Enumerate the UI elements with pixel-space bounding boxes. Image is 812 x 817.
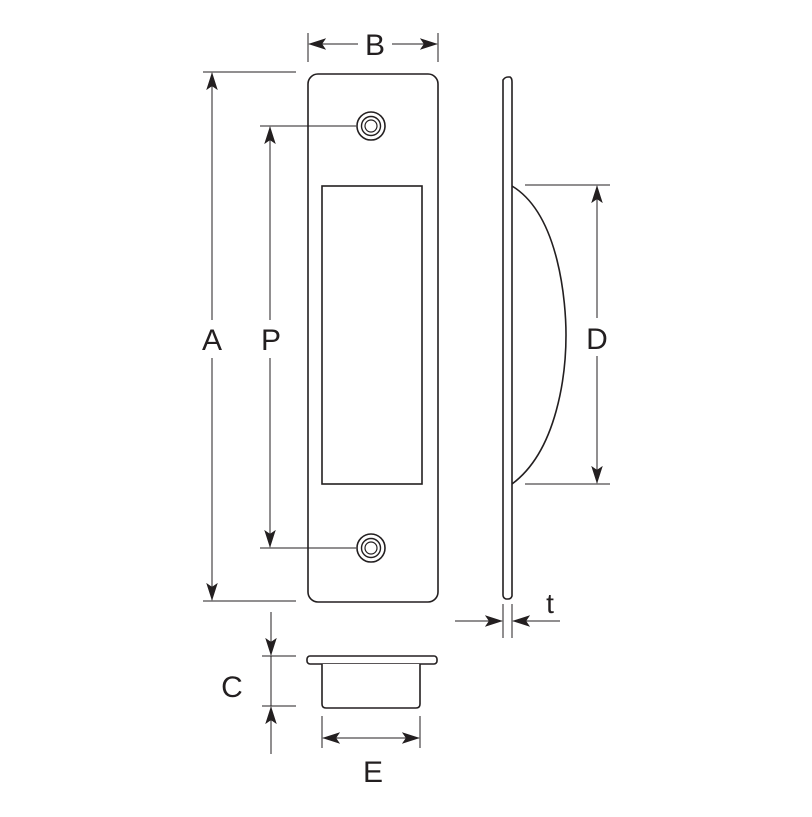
bottom-screw-hole	[356, 533, 386, 563]
side-bulge	[511, 185, 567, 485]
label-t: t	[546, 588, 554, 619]
label-D: D	[586, 323, 608, 356]
extension-lines	[203, 33, 610, 748]
flange-body	[321, 664, 421, 709]
label-B: B	[365, 29, 385, 62]
dimension-lines	[206, 38, 603, 754]
label-P: P	[261, 324, 281, 357]
side-plate	[502, 76, 513, 600]
label-E: E	[363, 756, 383, 789]
label-C: C	[221, 671, 243, 704]
dimension-labels: B A P D t C E	[202, 29, 608, 789]
front-view	[307, 73, 439, 603]
plate-window	[321, 185, 423, 485]
top-screw-hole	[356, 111, 386, 141]
flange-lip	[306, 655, 438, 665]
side-view	[502, 76, 567, 600]
label-A: A	[202, 324, 222, 357]
bottom-view	[306, 655, 438, 709]
